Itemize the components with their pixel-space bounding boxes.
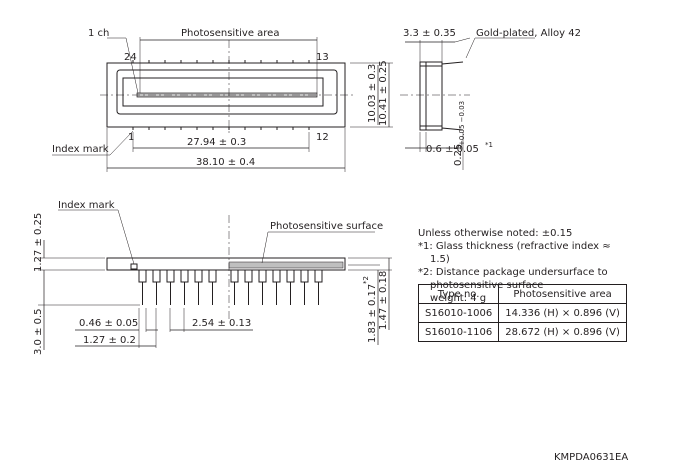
cell-area: 14.336 (H) × 0.896 (V) [498, 303, 627, 323]
note-glass-thickness: *1: Glass thickness (refractive index ≈ [418, 241, 611, 252]
table-row: S16010-1006 14.336 (H) × 0.896 (V) [417, 303, 627, 323]
note-glass-thickness-cont: 1.5) [430, 254, 450, 265]
front-view-labels: Index mark Photosensitive surface 1.27 ±… [33, 200, 389, 355]
front-view-package [106, 257, 346, 305]
dim-package-height: 1.47 ± 0.18 [378, 271, 389, 330]
pin-number-12: 12 [316, 132, 329, 143]
dim-lead-length: 3.0 ± 0.5 [33, 308, 44, 355]
dim-window: 0.6 ± 0.05 [426, 144, 479, 155]
side-view-labels: 3.3 ± 0.35 Gold-plated, Alloy 42 0.6 ± 0… [403, 28, 581, 166]
pin-number-1: 1 [128, 132, 134, 143]
label-index-mark-front: Index mark [58, 200, 115, 211]
dim-lead-width: 0.46 ± 0.05 [79, 318, 138, 329]
dim-thickness: 3.3 ± 0.35 [403, 28, 456, 39]
pin-number-13: 13 [316, 52, 329, 63]
spec-table-header: Type no. Photosensitive area [417, 284, 627, 304]
dim-window-note: *1 [485, 141, 493, 149]
document-id: KMPDA0631EA [554, 452, 629, 463]
spec-table: Type no. Photosensitive area S16010-1006… [417, 284, 627, 342]
label-photosensitive-area: Photosensitive area [181, 28, 279, 39]
dim-inner-height: 10.03 ± 0.3 [367, 64, 378, 123]
label-photosensitive-surface: Photosensitive surface [270, 221, 383, 232]
cell-area: 28.672 (H) × 0.896 (V) [498, 322, 627, 342]
header-type-no: Type no. [417, 284, 500, 304]
front-view-pins [138, 269, 323, 305]
label-index-mark-top: Index mark [52, 144, 109, 155]
dim-lead-thickness: 0.25 [453, 144, 464, 166]
note-surface-distance: *2: Distance package undersurface to [418, 267, 608, 278]
cell-type-no: S16010-1106 [417, 322, 500, 342]
top-view-labels: 1 ch Photosensitive area 24 13 1 12 Inde… [52, 28, 389, 168]
header-photosensitive-area: Photosensitive area [498, 284, 627, 304]
dim-package-length: 38.10 ± 0.4 [196, 157, 255, 168]
table-row: S16010-1106 28.672 (H) × 0.896 (V) [417, 322, 627, 342]
dim-outer-height: 10.41 ± 0.25 [378, 60, 389, 126]
side-view-package [419, 61, 464, 131]
dim-pitch-span: 27.94 ± 0.3 [187, 137, 246, 148]
dim-pin-pitch: 2.54 ± 0.13 [192, 318, 251, 329]
dim-surface-height: 1.83 ± 0.17 [367, 284, 378, 343]
note-default-tolerance: Unless otherwise noted: ±0.15 [418, 228, 573, 239]
pin-number-24: 24 [124, 52, 137, 63]
dim-pin-spacing: 1.27 ± 0.2 [83, 335, 136, 346]
label-lead-material: Gold-plated, Alloy 42 [476, 28, 581, 39]
cell-type-no: S16010-1006 [417, 303, 500, 323]
dim-surface-note: *2 [362, 276, 370, 284]
dim-lead-tolerance: +0.05 −0.03 [458, 101, 466, 146]
label-1ch: 1 ch [88, 28, 109, 39]
dim-top-offset: 1.27 ± 0.25 [33, 213, 44, 272]
